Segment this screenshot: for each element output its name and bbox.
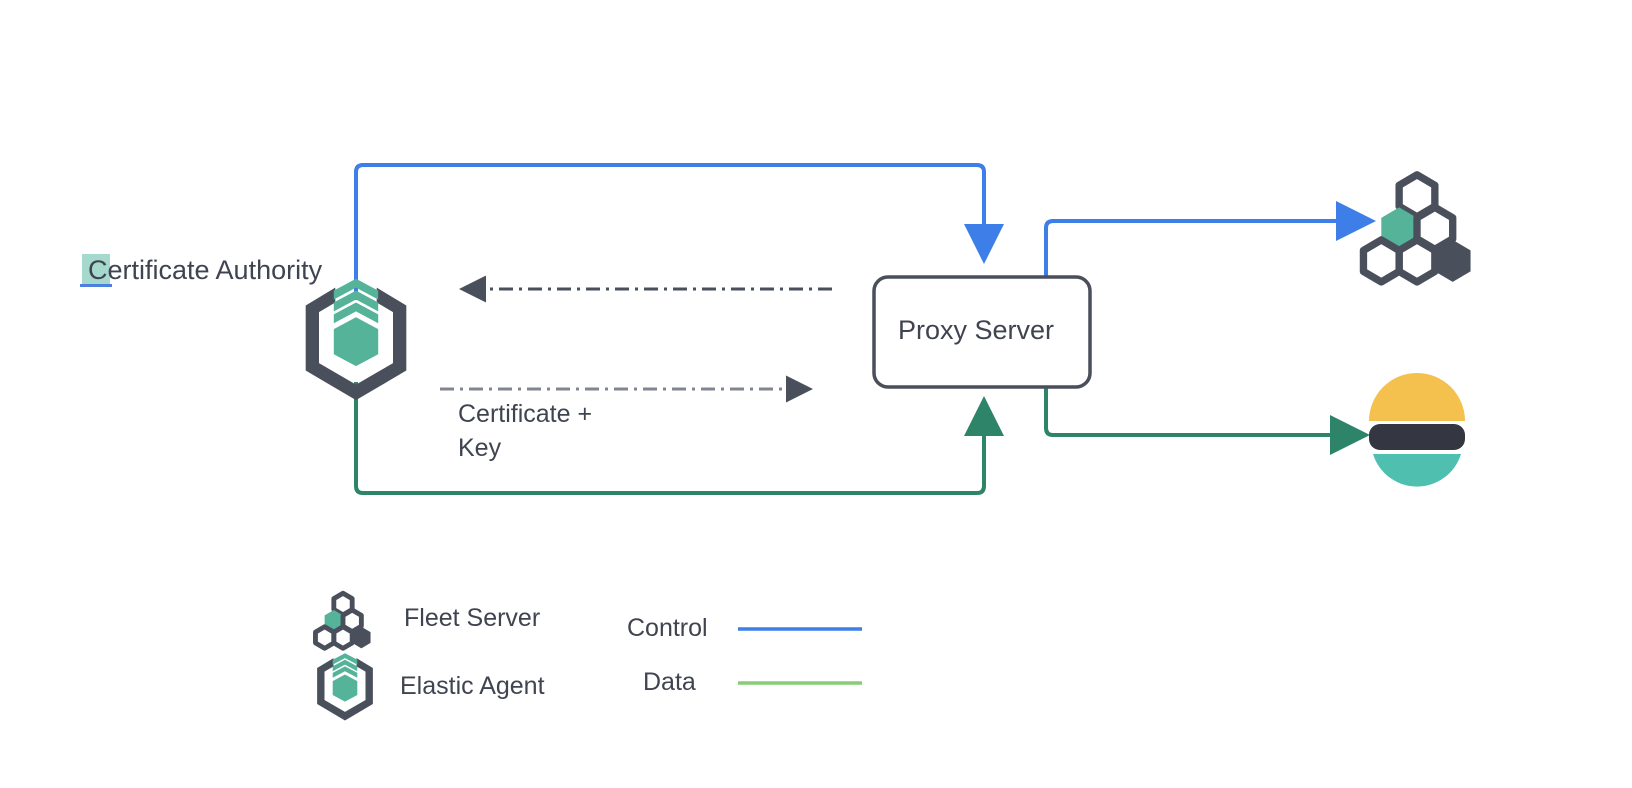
legend-item-fleet-server-label: Fleet Server bbox=[404, 604, 541, 632]
elasticsearch-icon bbox=[1369, 373, 1465, 487]
proxy-server-label: Proxy Server bbox=[898, 315, 1055, 345]
edge-data-proxy-to-elasticsearch bbox=[1044, 385, 1370, 455]
legend-fleet-server-icon bbox=[313, 590, 371, 651]
fleet-server-icon bbox=[1359, 171, 1471, 286]
legend-elastic-agent-icon bbox=[317, 653, 373, 721]
edge-control-agent-to-proxy bbox=[354, 163, 1004, 300]
certificate-key-edge-label: Certificate + Key bbox=[458, 400, 593, 462]
certificate-authority-label: Certificate Authority bbox=[88, 255, 323, 285]
elastic-agent-icon bbox=[305, 278, 407, 401]
edge-control-proxy-to-fleet bbox=[1044, 201, 1376, 280]
legend-line-control-label: Control bbox=[627, 614, 708, 642]
legend-line-data-label: Data bbox=[643, 668, 696, 696]
proxy-server-box[interactable] bbox=[872, 275, 1092, 389]
legend-item-elastic-agent-label: Elastic Agent bbox=[400, 672, 545, 700]
certificate-authority-highlight bbox=[82, 254, 110, 286]
certificate-authority-underline bbox=[80, 284, 112, 287]
edge-data-agent-to-proxy bbox=[354, 382, 1004, 495]
